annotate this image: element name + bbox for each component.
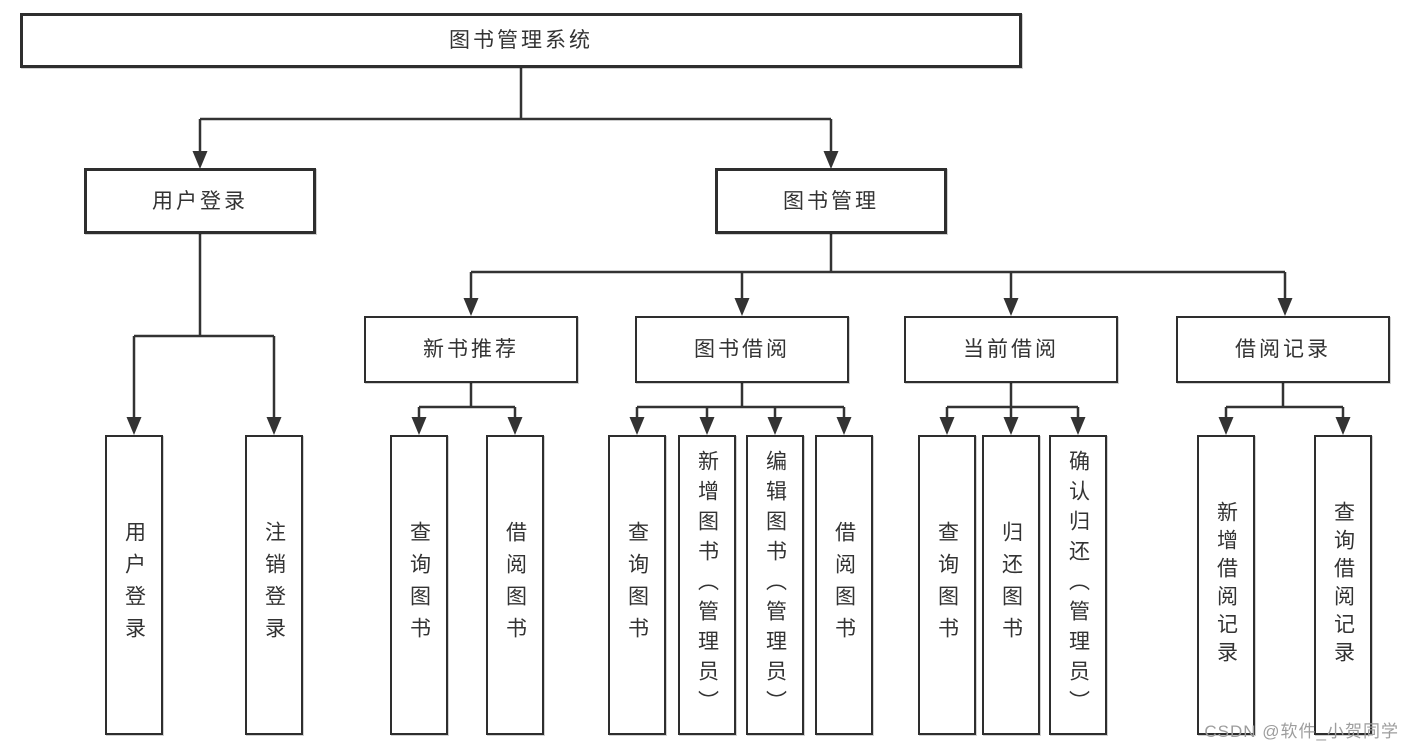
leaf-logout: 注销登录: [245, 435, 303, 735]
leaf-logout-label: 注销登录: [262, 521, 286, 649]
leaf-return-books-label: 归还图书: [999, 521, 1023, 649]
leaf-borrow-books-borrowing: 借阅图书: [815, 435, 873, 735]
leaf-query-borrow-record: 查询借阅记录: [1314, 435, 1372, 735]
leaf-add-books-admin: 新增图书（管理员）: [678, 435, 736, 735]
leaf-borrow-books-recommend-label: 借阅图书: [503, 521, 527, 649]
node-current-borrowing: 当前借阅: [904, 316, 1118, 383]
leaf-query-books-borrowing-label: 查询图书: [625, 521, 649, 649]
leaf-add-borrow-record-label: 新增借阅记录: [1214, 501, 1238, 669]
leaf-add-books-admin-label: 新增图书（管理员）: [695, 450, 719, 720]
leaf-borrow-books-borrowing-label: 借阅图书: [832, 521, 856, 649]
csdn-watermark: CSDN @软件_小贺同学: [1204, 722, 1399, 741]
leaf-borrow-books-recommend: 借阅图书: [486, 435, 544, 735]
leaf-return-books: 归还图书: [982, 435, 1040, 735]
node-root-system: 图书管理系统: [20, 13, 1022, 68]
leaf-edit-books-admin-label: 编辑图书（管理员）: [763, 450, 787, 720]
node-user-login: 用户登录: [84, 168, 316, 234]
leaf-user-login: 用户登录: [105, 435, 163, 735]
leaf-add-borrow-record: 新增借阅记录: [1197, 435, 1255, 735]
leaf-user-login-label: 用户登录: [122, 521, 146, 649]
leaf-query-borrow-record-label: 查询借阅记录: [1331, 501, 1355, 669]
leaf-query-books-borrowing: 查询图书: [608, 435, 666, 735]
node-book-borrowing: 图书借阅: [635, 316, 849, 383]
leaf-confirm-return-admin-label: 确认归还（管理员）: [1066, 450, 1090, 720]
leaf-query-books-current-label: 查询图书: [935, 521, 959, 649]
leaf-confirm-return-admin: 确认归还（管理员）: [1049, 435, 1107, 735]
leaf-query-books-recommend-label: 查询图书: [407, 521, 431, 649]
node-new-book-recommend: 新书推荐: [364, 316, 578, 383]
node-book-management: 图书管理: [715, 168, 947, 234]
leaf-edit-books-admin: 编辑图书（管理员）: [746, 435, 804, 735]
leaf-query-books-current: 查询图书: [918, 435, 976, 735]
leaf-query-books-recommend: 查询图书: [390, 435, 448, 735]
node-borrowing-records: 借阅记录: [1176, 316, 1390, 383]
